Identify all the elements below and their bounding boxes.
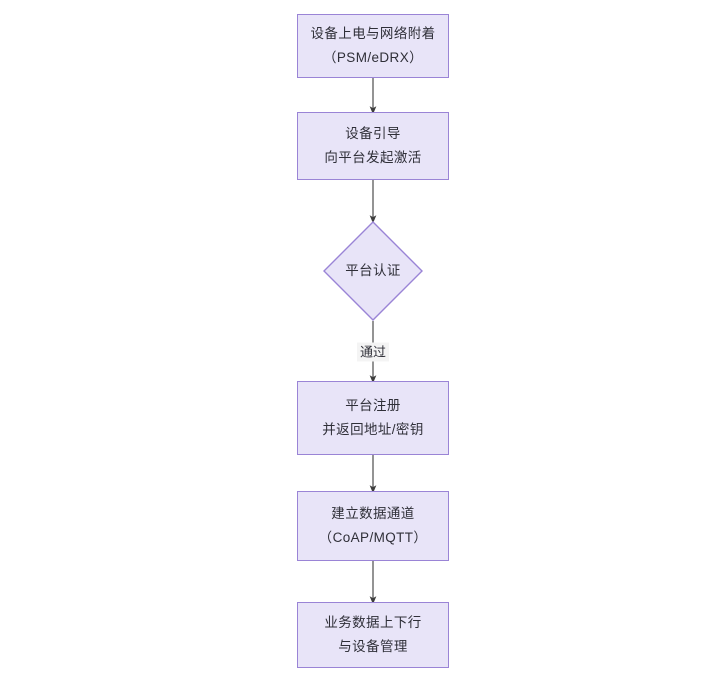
flow-node-n6[interactable]: 业务数据上下行与设备管理 xyxy=(297,602,449,668)
flow-node-n5[interactable]: 建立数据通道 （CoAP/MQTT） xyxy=(297,491,449,561)
node-text-line: 并返回地址/密钥 xyxy=(322,422,424,437)
flow-node-n3[interactable]: 平台认证 xyxy=(323,221,423,321)
node-text-line: 建立数据通道 xyxy=(331,506,415,521)
node-text-line: 向平台发起激活 xyxy=(324,150,422,165)
node-text-line: 平台注册 xyxy=(345,398,401,413)
flow-node-n1[interactable]: 设备上电与网络附着 （PSM/eDRX） xyxy=(297,14,449,78)
node-text-line: 业务数据上下行 xyxy=(324,615,422,630)
node-text-line: 设备上电与网络附着 xyxy=(310,26,436,41)
node-text-line: 平台认证 xyxy=(345,263,401,278)
node-text-line: 设备引导 xyxy=(345,126,401,141)
node-text-line: 与设备管理 xyxy=(338,639,408,654)
node-text-line: （PSM/eDRX） xyxy=(322,50,424,65)
flow-node-n2[interactable]: 设备引导向平台发起激活 xyxy=(297,112,449,180)
edge-label: 通过 xyxy=(356,342,390,362)
flow-node-n4[interactable]: 平台注册并返回地址/密钥 xyxy=(297,381,449,455)
diamond-shape xyxy=(323,221,423,321)
node-text-line: （CoAP/MQTT） xyxy=(318,530,428,545)
